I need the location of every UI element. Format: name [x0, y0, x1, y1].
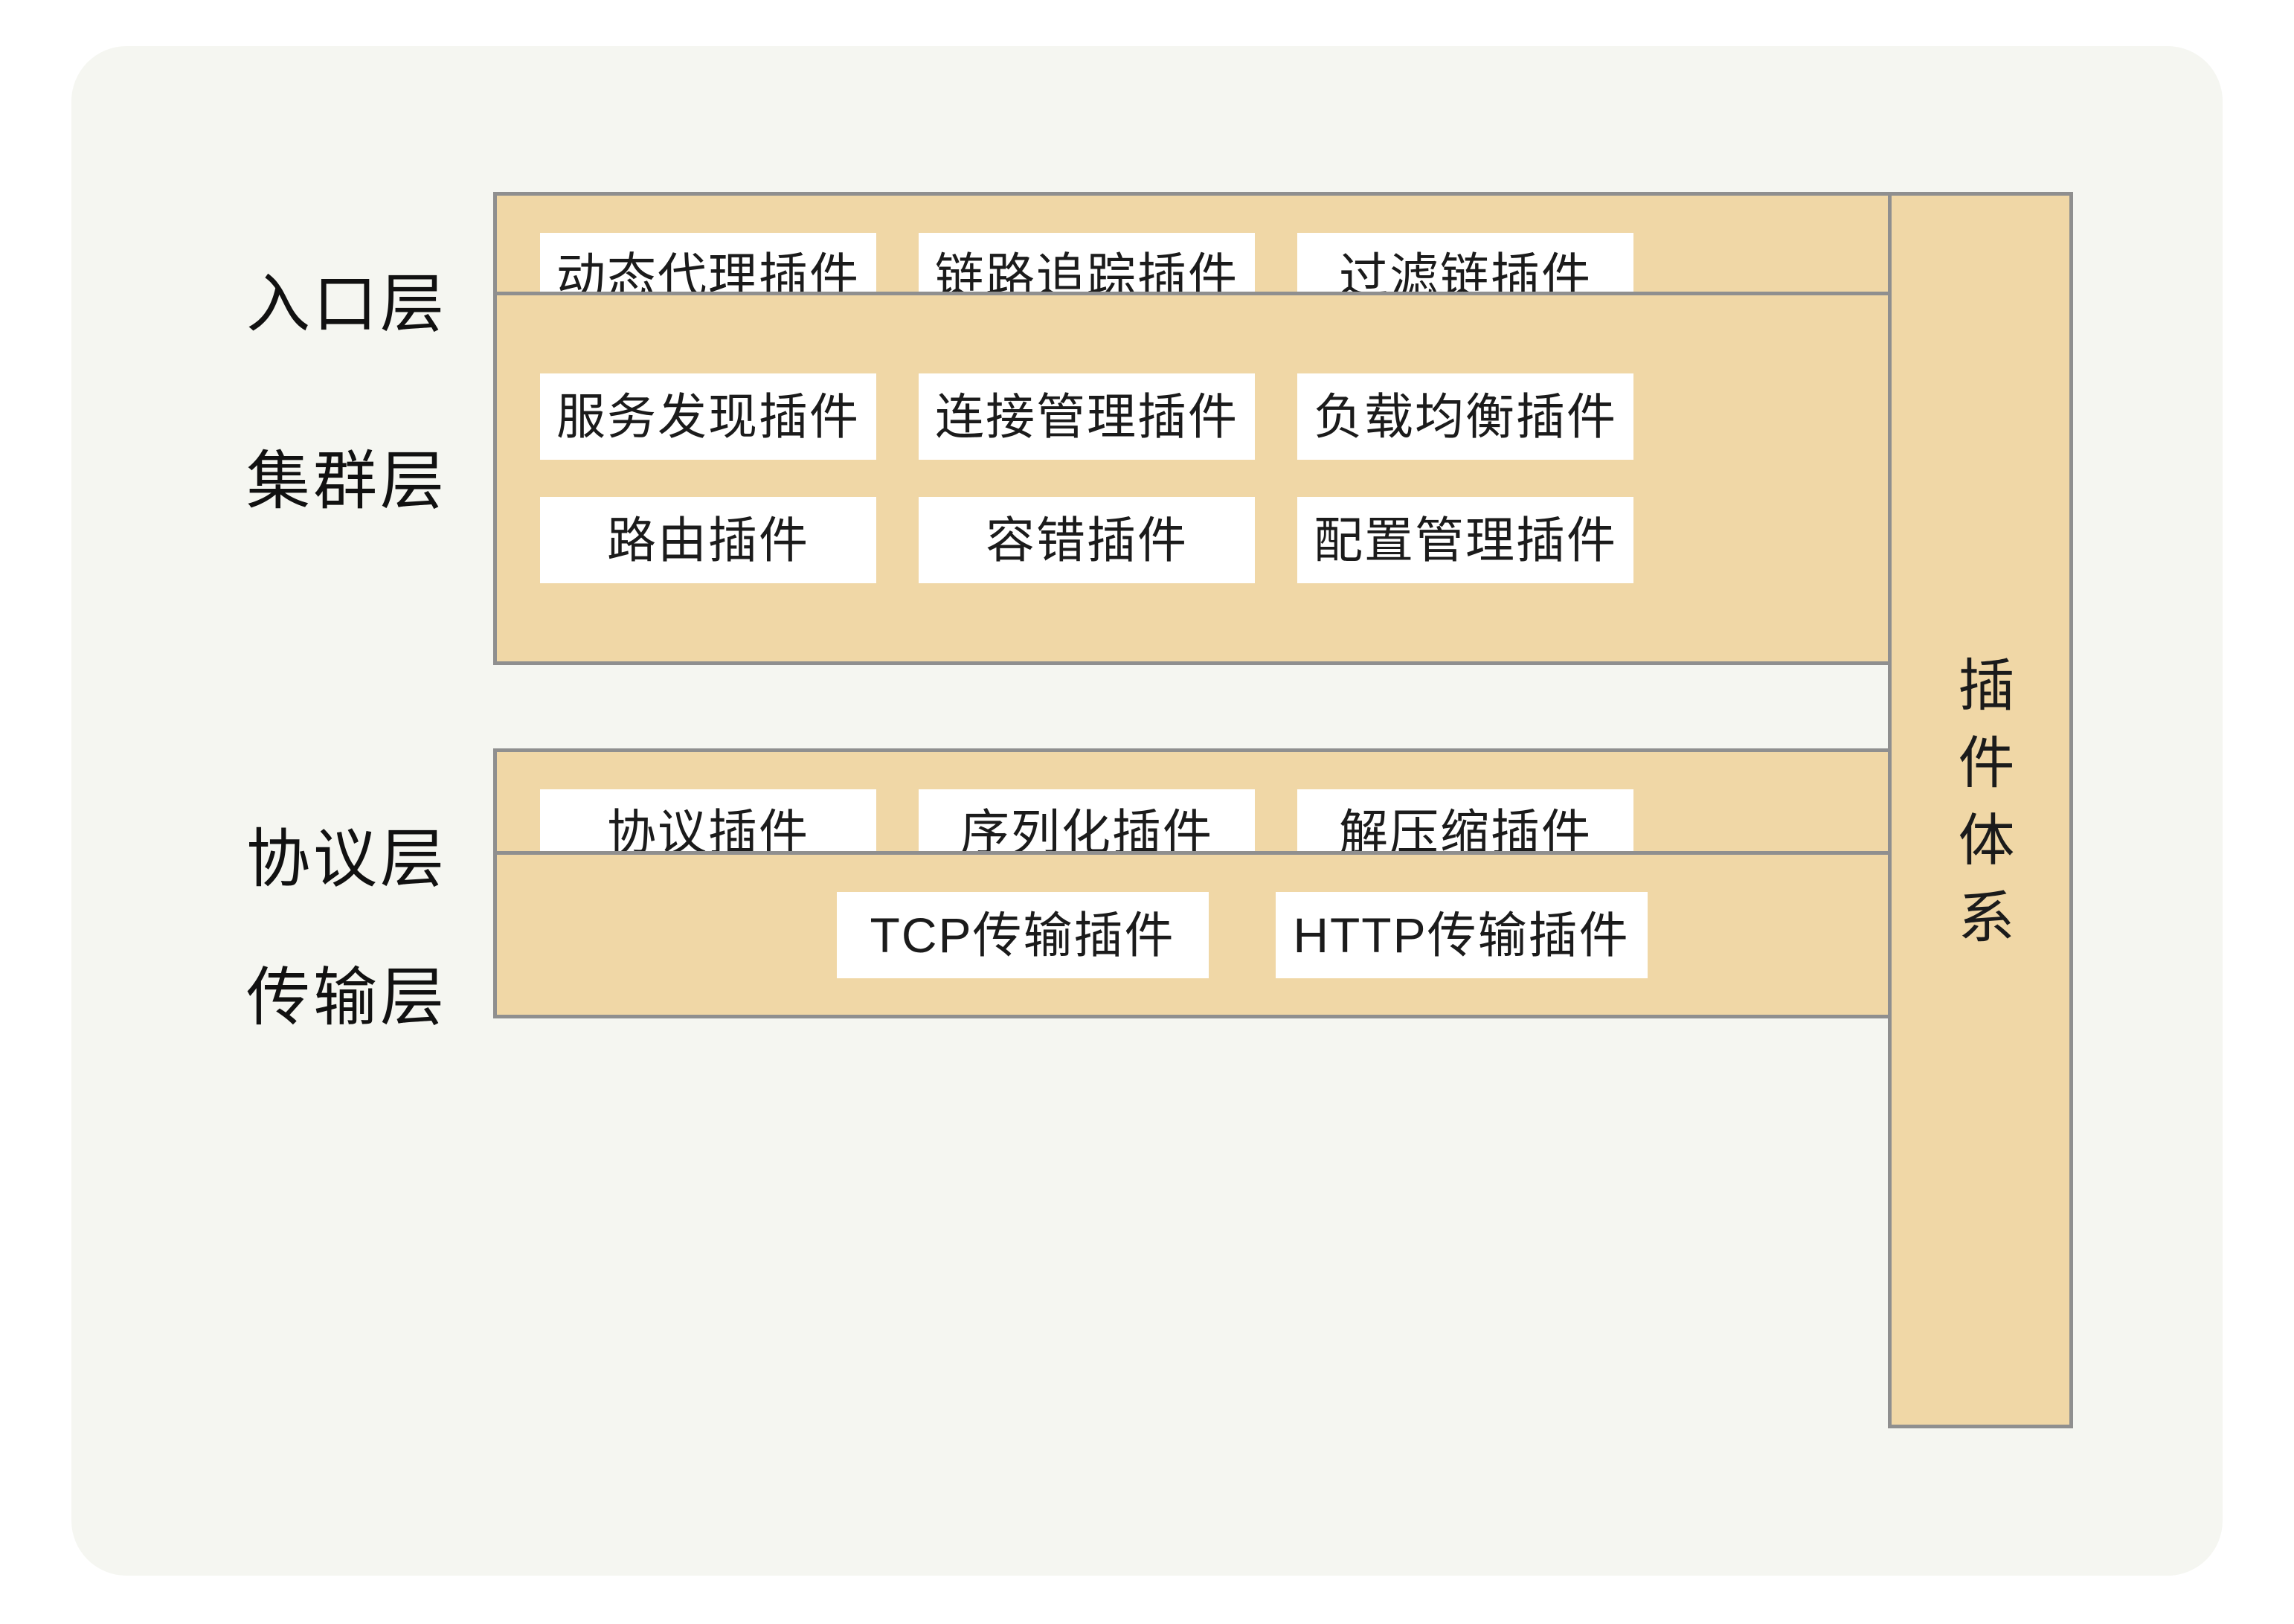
- layer-row: 服务发现插件 连接管理插件 负载均衡插件: [497, 373, 1890, 460]
- plugin-chip[interactable]: 配置管理插件: [1297, 497, 1633, 583]
- plugin-chip[interactable]: TCP传输插件: [836, 891, 1209, 978]
- plugin-chip[interactable]: 连接管理插件: [919, 373, 1255, 460]
- plugin-chip[interactable]: HTTP传输插件: [1275, 891, 1648, 978]
- layer-row: 路由插件 容错插件 配置管理插件: [497, 497, 1890, 583]
- layer-label-transport: 传输层: [246, 962, 447, 1033]
- layer-label-protocol: 协议层: [246, 824, 447, 895]
- plugin-chip[interactable]: 路由插件: [540, 497, 876, 583]
- layer-band-transport: TCP传输插件 HTTP传输插件: [493, 851, 1894, 1018]
- layer-label-entry: 入口层: [246, 269, 447, 340]
- plugin-system-label: 插件体系: [1949, 655, 2013, 965]
- diagram-card: 入口层 动态代理插件 链路追踪插件 过滤链插件 集群层 服务发现插件 连接管理插…: [71, 46, 2223, 1576]
- plugin-system-sidebar: 插件体系: [1888, 192, 2073, 1428]
- layer-band-cluster: 服务发现插件 连接管理插件 负载均衡插件 路由插件 容错插件 配置管理插件: [493, 292, 1894, 665]
- plugin-chip[interactable]: 负载均衡插件: [1297, 373, 1633, 460]
- plugin-chip[interactable]: 容错插件: [919, 497, 1255, 583]
- plugin-architecture-diagram: 入口层 动态代理插件 链路追踪插件 过滤链插件 集群层 服务发现插件 连接管理插…: [71, 46, 2223, 1576]
- layer-label-cluster: 集群层: [246, 446, 447, 517]
- plugin-chip[interactable]: 服务发现插件: [540, 373, 876, 460]
- layer-row: TCP传输插件 HTTP传输插件: [497, 891, 1890, 978]
